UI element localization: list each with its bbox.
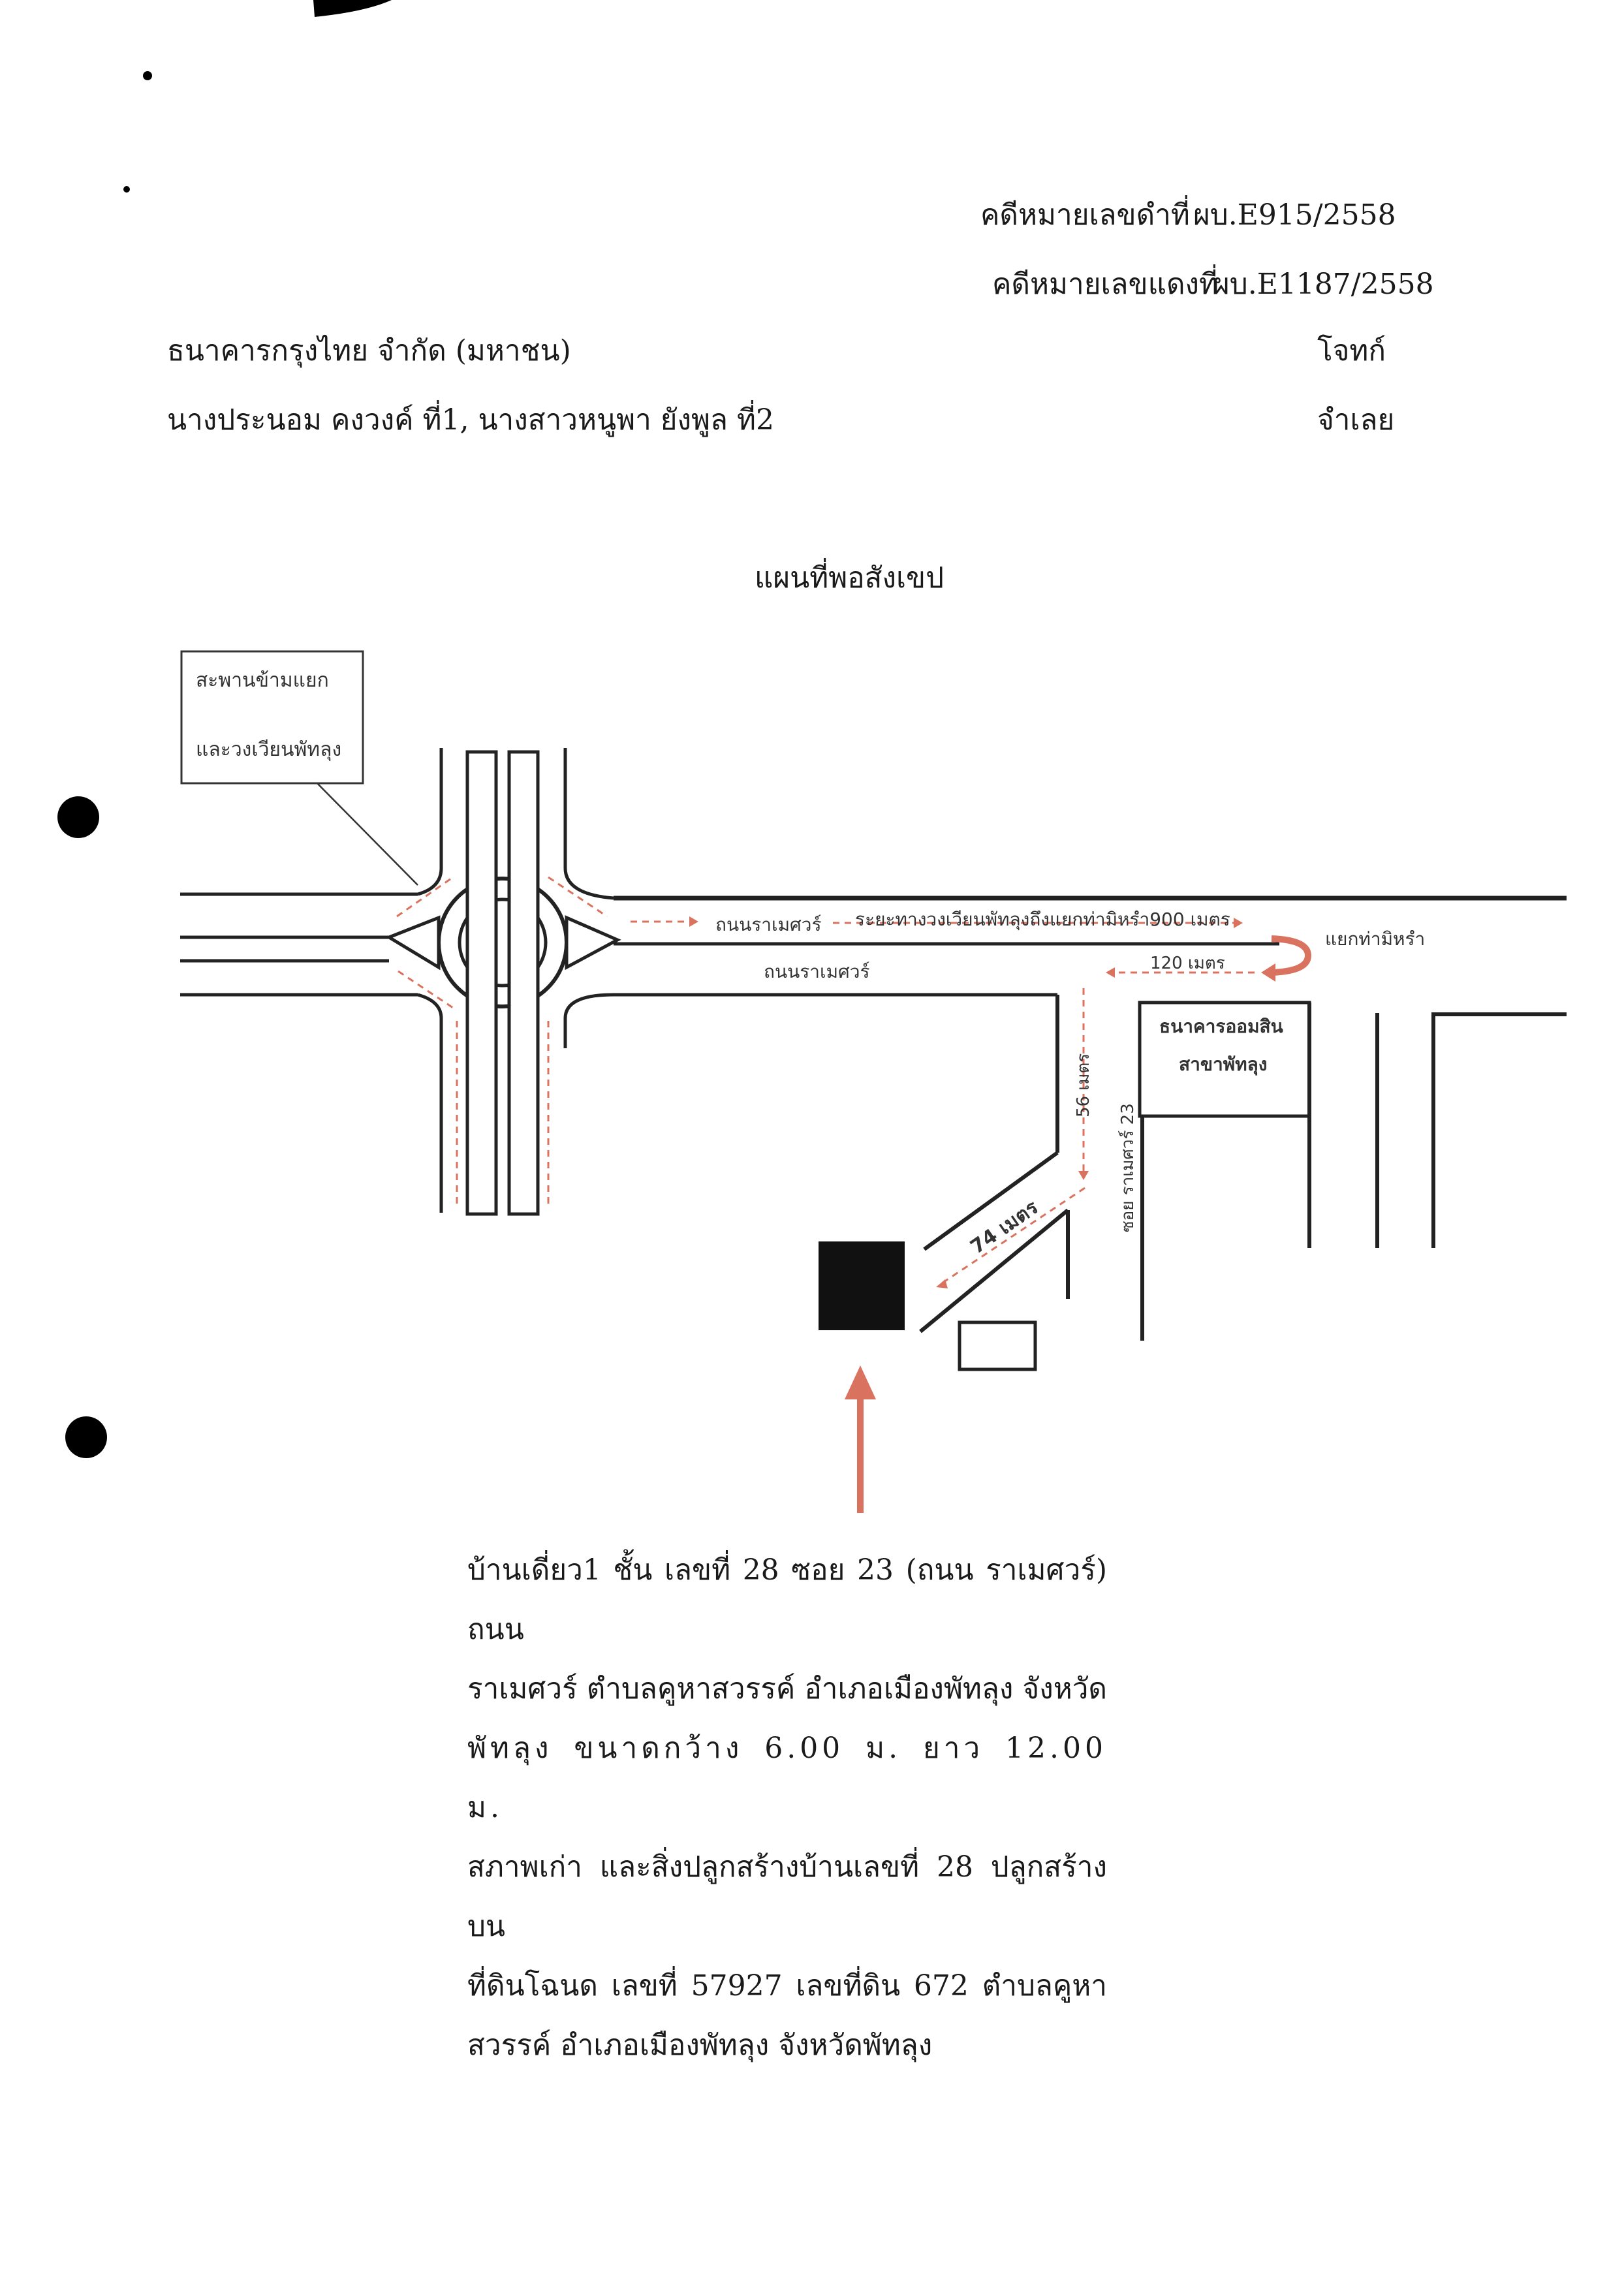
description-line: สภาพเก่า และสิ่งปลูกสร้างบ้านเลขที่ 28 ป…: [467, 1850, 1107, 1943]
distance-note: ระยะทางวงเวียนพัทลุงถึงแยกท่ามิหรำ900 เม…: [855, 909, 1230, 931]
road-edge: [923, 1151, 1059, 1251]
traffic-island: [565, 915, 621, 971]
black-case-label: คดีหมายเลขดำที่: [980, 198, 1190, 232]
route-arrows: [396, 876, 1255, 1286]
plaintiff-name: ธนาคารกรุงไทย จำกัด (มหาชน): [167, 334, 571, 367]
punch-hole: [57, 796, 99, 838]
property-description: บ้านเดี่ยว1 ชั้น เลขที่ 28 ซอย 23 (ถนน ร…: [467, 1540, 1107, 2075]
description-line: พัทลุง ขนาดกว้าง 6.00 ม. ยาว 12.00 ม.: [467, 1732, 1107, 1824]
map-title: แผนที่พอสังเขป: [755, 561, 945, 595]
description-line: สวรรค์ อำเภอเมืองพัทลุง จังหวัดพัทลุง: [467, 2029, 933, 2062]
roundabout-inner: [458, 897, 548, 988]
red-case-number: ผบ.E1187/2558: [1213, 268, 1434, 301]
callout-box: [180, 650, 364, 785]
distance-74: 74 เมตร: [967, 1196, 1043, 1258]
description-line: บ้านเดี่ยว1 ชั้น เลขที่ 28 ซอย 23 (ถนน ร…: [467, 1553, 1107, 1646]
distance-56: 56 เมตร: [1074, 1053, 1093, 1117]
roundabout-outer: [437, 877, 569, 1008]
arrowheads: [689, 916, 1243, 1288]
bank-label-1: ธนาคารออมสิน: [1159, 1016, 1283, 1037]
distance-120: 120 เมตร: [1150, 954, 1225, 973]
road-corner: [417, 867, 443, 896]
u-turn-arrowhead: [1261, 963, 1275, 982]
callout-leader: [317, 783, 418, 886]
plaintiff-role: โจทก์: [1317, 334, 1386, 367]
junction-label: แยกท่ามิหรำ: [1325, 928, 1425, 950]
u-turn-arrow: [1271, 935, 1312, 976]
small-building: [958, 1320, 1037, 1371]
road-edge: [919, 1208, 1069, 1333]
punch-hole: [65, 1416, 107, 1458]
defendant-names: นางประนอม คงวงค์ ที่1, นางสาวหนูพา ยังพู…: [167, 403, 774, 437]
callout-line-2: และวงเวียนพัทลุง: [196, 738, 341, 762]
defendant-role: จำเลย: [1317, 403, 1395, 437]
scan-mark: [123, 186, 130, 193]
road-label-1: ถนนราเมศวร์: [715, 914, 822, 935]
traffic-island: [385, 915, 441, 971]
red-case-label: คดีหมายเลขแดงที่: [992, 268, 1219, 301]
pointer-arrowhead: [845, 1365, 876, 1399]
road-corner: [417, 993, 443, 1019]
road-edge: [1431, 1012, 1567, 1248]
black-case-number: ผบ.E915/2558: [1193, 198, 1396, 232]
callout-line-1: สะพานข้ามแยก: [196, 669, 329, 692]
flyover-lane: [465, 750, 498, 1216]
description-line: ราเมศวร์ ตำบลคูหาสวรรค์ อำเภอเมืองพัทลุง…: [467, 1672, 1107, 1706]
soi-label: ซอย ราเมศวร์ 23: [1118, 1103, 1138, 1232]
scan-mark: [143, 71, 152, 80]
description-line: ที่ดินโฉนด เลขที่ 57927 เลขที่ดิน 672 ตำ…: [467, 1969, 1107, 2003]
road-corner: [563, 867, 614, 900]
scan-mark: [313, 0, 392, 17]
flyover-lane: [507, 750, 540, 1216]
road-corner: [563, 993, 614, 1019]
bank-label-2: สาขาพัทลุง: [1179, 1053, 1267, 1076]
target-house: [819, 1241, 905, 1330]
road-label-2: ถนนราเมศวร์: [764, 961, 870, 982]
